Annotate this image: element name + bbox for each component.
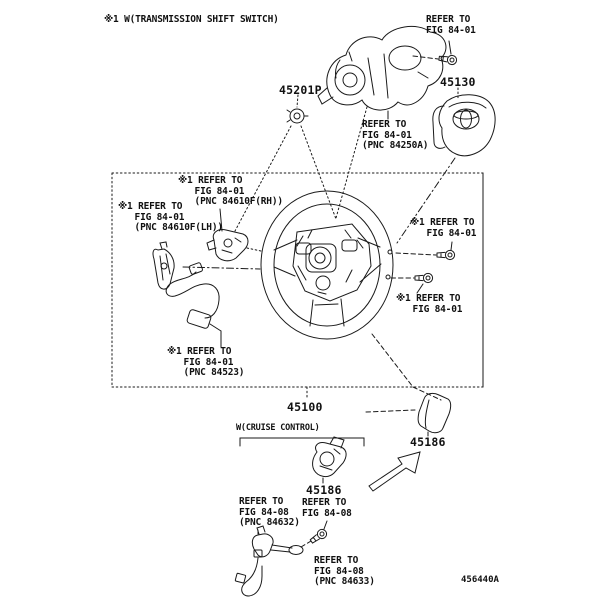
part-number-45100: 45100 bbox=[287, 400, 323, 414]
main-assembly-box bbox=[111, 172, 484, 388]
ref-fig-84-01-top-right: REFER TO FIG 84-01 bbox=[426, 14, 476, 36]
toyota-logo-icon bbox=[452, 108, 480, 130]
cruise-stalk-drawing bbox=[251, 525, 304, 558]
screw-icon bbox=[308, 527, 329, 546]
cruise-switch-cover-drawing bbox=[417, 392, 452, 434]
ref-pnc-84610f-rh: ※1 REFER TO FIG 84-01 (PNC 84610F(RH)) bbox=[178, 175, 283, 207]
screw-icon bbox=[436, 249, 456, 261]
ref-fig-84-01-right-lower: ※1 REFER TO FIG 84-01 bbox=[396, 293, 463, 315]
ref-pnc-84250a: REFER TO FIG 84-01 (PNC 84250A) bbox=[362, 119, 429, 151]
part-number-45201p: 45201P bbox=[279, 83, 322, 97]
nut-icon bbox=[286, 108, 309, 124]
part-number-45186-cover: 45186 bbox=[410, 435, 446, 449]
diagram-code: 456440A bbox=[461, 575, 499, 585]
ref-pnc-84633: REFER TO FIG 84-08 (PNC 84633) bbox=[314, 555, 375, 587]
leader-lines bbox=[182, 40, 459, 548]
paddle-switch-rh-drawing bbox=[206, 229, 249, 262]
steering-wheel-drawing bbox=[260, 190, 394, 340]
part-number-45130: 45130 bbox=[440, 75, 476, 89]
cruise-control-note: W(CRUISE CONTROL) bbox=[236, 423, 320, 433]
ref-pnc-84632: REFER TO FIG 84-08 (PNC 84632) bbox=[239, 496, 300, 528]
paddle-switch-lh-drawing bbox=[152, 241, 175, 290]
ref-pnc-84523: ※1 REFER TO FIG 84-01 (PNC 84523) bbox=[167, 346, 245, 378]
wire-harness-drawing bbox=[165, 262, 222, 332]
switch-wire-drawing bbox=[234, 549, 263, 597]
ref-fig-84-01-right-upper: ※1 REFER TO FIG 84-01 bbox=[410, 217, 477, 239]
ref-pnc-84610f-lh: ※1 REFER TO FIG 84-01 (PNC 84610F(LH)) bbox=[118, 201, 223, 233]
column-cover-drawing bbox=[317, 25, 447, 111]
cruise-switch-drawing bbox=[312, 436, 347, 478]
direction-arrow-icon bbox=[368, 451, 421, 492]
cruise-control-bracket bbox=[239, 437, 365, 447]
airbag-module-drawing bbox=[432, 94, 496, 157]
ref-fig-84-08: REFER TO FIG 84-08 bbox=[302, 497, 352, 519]
transmission-shift-switch-note: ※1 W(TRANSMISSION SHIFT SWITCH) bbox=[104, 14, 279, 25]
part-number-45186-switch: 45186 bbox=[306, 483, 342, 497]
screw-icon bbox=[414, 272, 434, 284]
